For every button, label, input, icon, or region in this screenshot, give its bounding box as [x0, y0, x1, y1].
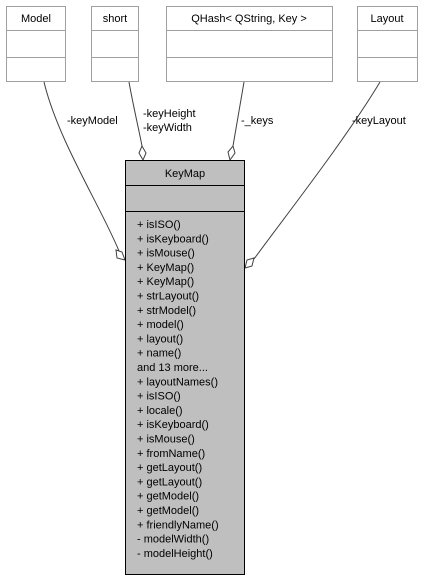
- member-item[interactable]: + strModel(): [137, 305, 196, 317]
- member-item[interactable]: + layoutNames(): [137, 376, 218, 388]
- member-item[interactable]: + isMouse(): [137, 434, 195, 446]
- class-name-keymap: KeyMap: [165, 168, 205, 180]
- class-name-short: short: [103, 13, 127, 25]
- edge-keyheight-keywidth: -keyHeight -keyWidth: [128, 81, 196, 162]
- aggregation-diamond: [227, 144, 236, 162]
- member-item[interactable]: - modelWidth(): [137, 534, 209, 546]
- member-item[interactable]: - modelHeight(): [137, 548, 213, 560]
- member-item[interactable]: + isKeyboard(): [137, 233, 209, 245]
- member-item[interactable]: + strLayout(): [137, 291, 199, 303]
- member-item[interactable]: + isISO(): [137, 219, 181, 231]
- class-box-short[interactable]: short: [91, 6, 139, 82]
- member-item[interactable]: + KeyMap(): [137, 276, 194, 288]
- member-item[interactable]: + getModel(): [137, 505, 199, 517]
- edge-label-keymodel: -keyModel: [67, 115, 118, 127]
- member-item[interactable]: + layout(): [137, 333, 183, 345]
- aggregation-diamond: [244, 257, 255, 269]
- aggregation-diamond: [138, 144, 147, 162]
- class-name-qhash: QHash< QString, Key >: [191, 13, 307, 25]
- member-item[interactable]: + friendlyName(): [137, 519, 219, 531]
- member-item[interactable]: + getLayout(): [137, 462, 202, 474]
- member-item[interactable]: + getLayout(): [137, 476, 202, 488]
- edge-keymodel: -keyModel: [43, 81, 126, 261]
- class-name-layout: Layout: [370, 13, 403, 25]
- member-item[interactable]: + isKeyboard(): [137, 419, 209, 431]
- member-item[interactable]: + isMouse(): [137, 248, 195, 260]
- aggregation-diamond: [115, 249, 126, 261]
- edge-keylayout: -keyLayout: [244, 81, 406, 269]
- member-item[interactable]: + name(): [137, 348, 181, 360]
- member-item[interactable]: + getModel(): [137, 491, 199, 503]
- member-item[interactable]: + isISO(): [137, 391, 181, 403]
- edge-label-keys: -_keys: [241, 115, 274, 127]
- edge-label-keyheight: -keyHeight: [143, 108, 196, 120]
- edge-label-keylayout: -keyLayout: [352, 115, 406, 127]
- member-item[interactable]: + fromName(): [137, 448, 205, 460]
- edge-keys: -_keys: [227, 81, 274, 162]
- class-box-model[interactable]: Model: [6, 6, 66, 82]
- class-name-model: Model: [21, 13, 51, 25]
- class-box-keymap[interactable]: KeyMap + isISO() + isKeyboard() + isMouse(…: [125, 160, 245, 575]
- class-box-qhash[interactable]: QHash< QString, Key >: [166, 6, 333, 82]
- class-box-layout[interactable]: Layout: [357, 6, 418, 82]
- member-item[interactable]: and 13 more...: [137, 362, 208, 374]
- member-item[interactable]: + model(): [137, 319, 184, 331]
- edge-label-keywidth: -keyWidth: [143, 122, 192, 134]
- member-item[interactable]: + KeyMap(): [137, 262, 194, 274]
- member-item[interactable]: + locale(): [137, 405, 183, 417]
- member-list: + isISO() + isKeyboard() + isMouse() + KeyM…: [137, 219, 219, 560]
